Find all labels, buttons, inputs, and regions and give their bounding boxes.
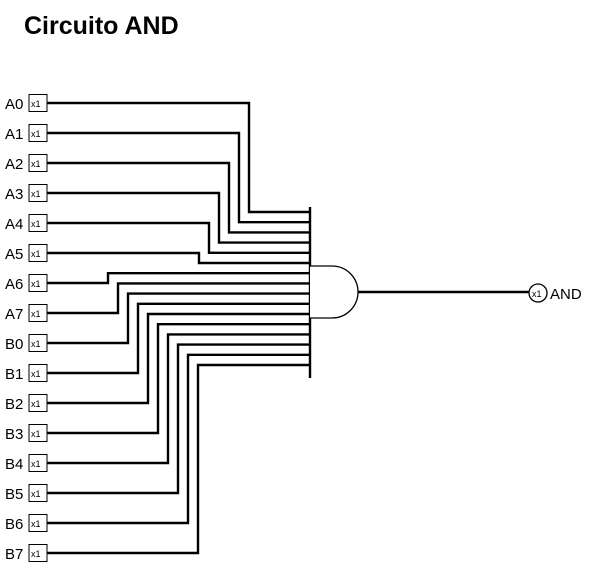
input-pin-tag: x1: [31, 309, 41, 319]
input-label-a3: A3: [5, 186, 23, 203]
wire-a4: [47, 221, 310, 255]
wire-b3: [47, 323, 310, 435]
input-label-a0: A0: [5, 96, 23, 113]
input-label-a6: A6: [5, 276, 23, 293]
and-gate: [308, 207, 359, 378]
input-pin-b4[interactable]: [28, 454, 48, 472]
input-pin-a1[interactable]: [28, 124, 48, 142]
output-pin[interactable]: x1 AND: [528, 283, 582, 303]
input-pin-b7[interactable]: [28, 544, 48, 562]
input-pin-tag: x1: [31, 129, 41, 139]
wire-a6: [47, 272, 310, 285]
wire-a5: [47, 251, 310, 265]
wire-b0: [47, 292, 310, 345]
wire-layer: [47, 101, 529, 555]
input-pin-tag: x1: [31, 339, 41, 349]
wire-a7: [47, 282, 310, 315]
input-pin-tag: x1: [31, 159, 41, 169]
and-gate-body: [310, 265, 359, 319]
input-pin-b3[interactable]: [28, 424, 48, 442]
input-label-a4: A4: [5, 216, 23, 233]
wire-a2: [47, 161, 310, 234]
input-pin-b6[interactable]: [28, 514, 48, 532]
output-pin-tag: x1: [532, 289, 542, 299]
input-pin-tag: x1: [31, 189, 41, 199]
input-pin-tag: x1: [31, 519, 41, 529]
input-pin-b1[interactable]: [28, 364, 48, 382]
input-label-b0: B0: [5, 336, 23, 353]
input-pin-a3[interactable]: [28, 184, 48, 202]
input-pin-tag: x1: [31, 99, 41, 109]
input-label-b3: B3: [5, 426, 23, 443]
input-label-a7: A7: [5, 306, 23, 323]
input-label-b5: B5: [5, 486, 23, 503]
input-pin-a2[interactable]: [28, 154, 48, 172]
input-pin-a4[interactable]: [28, 214, 48, 232]
input-label-b6: B6: [5, 516, 23, 533]
wire-b5: [47, 343, 310, 495]
input-label-a2: A2: [5, 156, 23, 173]
output-label: AND: [550, 286, 582, 303]
input-pin-a0[interactable]: [28, 94, 48, 112]
wire-b7: [47, 363, 310, 555]
input-label-a1: A1: [5, 126, 23, 143]
input-pin-a6[interactable]: [28, 274, 48, 292]
input-pin-b2[interactable]: [28, 394, 48, 412]
input-pin-tag: x1: [31, 399, 41, 409]
input-pin-tag: x1: [31, 429, 41, 439]
input-label-b1: B1: [5, 366, 23, 383]
wire-b6: [47, 353, 310, 525]
wire-b2: [47, 312, 310, 405]
input-pin-b0[interactable]: [28, 334, 48, 352]
input-pin-tag: x1: [31, 249, 41, 259]
output-pin-circle[interactable]: [528, 283, 548, 303]
input-label-b7: B7: [5, 546, 23, 563]
page-title: Circuito AND: [24, 12, 179, 40]
input-pin-tag: x1: [31, 219, 41, 229]
input-pin-tag: x1: [31, 489, 41, 499]
input-label-b2: B2: [5, 396, 23, 413]
input-pin-b5[interactable]: [28, 484, 48, 502]
wire-b4: [47, 333, 310, 465]
input-pin-tag: x1: [31, 369, 41, 379]
wire-a1: [47, 131, 310, 224]
input-label-a5: A5: [5, 246, 23, 263]
input-pin-tag: x1: [31, 279, 41, 289]
wire-a3: [47, 191, 310, 244]
input-pin-a7[interactable]: [28, 304, 48, 322]
input-pin-tag: x1: [31, 549, 41, 559]
input-pin-a5[interactable]: [28, 244, 48, 262]
input-label-b4: B4: [5, 456, 23, 473]
wire-a0: [47, 101, 310, 214]
wire-b1: [47, 302, 310, 375]
input-pin-tag: x1: [31, 459, 41, 469]
